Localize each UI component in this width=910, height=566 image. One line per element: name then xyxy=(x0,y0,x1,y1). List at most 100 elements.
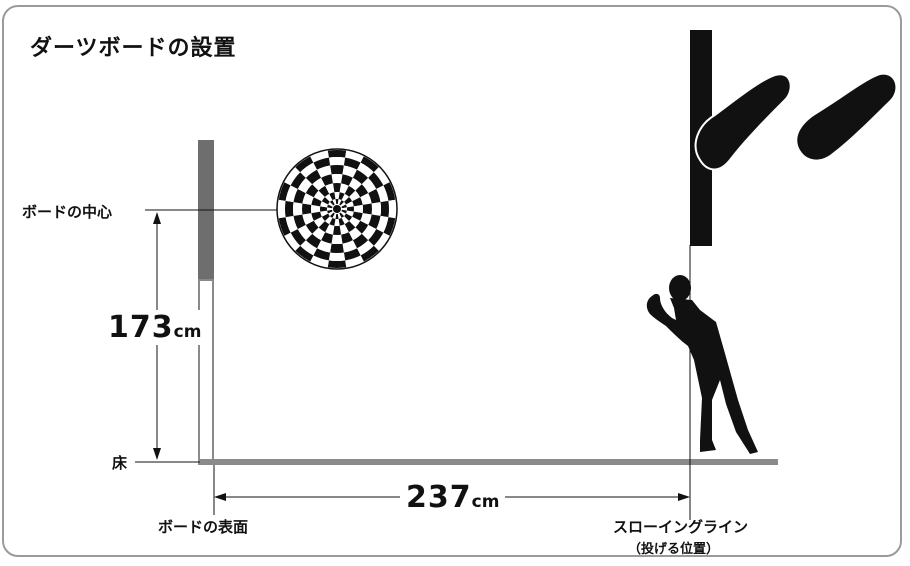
dartboard-segment xyxy=(383,182,396,201)
dartboard-segment xyxy=(383,217,396,236)
dartboard-segment xyxy=(334,191,340,200)
dartboard-segment xyxy=(318,185,330,197)
thrower-silhouette-icon xyxy=(646,275,758,454)
dartboard-segment xyxy=(334,218,340,226)
floor-line xyxy=(198,459,778,465)
dartboard-segment xyxy=(293,202,303,216)
dartboard-segment xyxy=(302,193,314,205)
dartboard-segment xyxy=(297,177,313,194)
dartboard-segment xyxy=(342,165,357,178)
dartboard-segment xyxy=(313,157,331,170)
dartboard-segment xyxy=(373,167,390,186)
dartboard-segment xyxy=(349,216,361,228)
dartboard-segment xyxy=(318,221,330,233)
dartboard-segment xyxy=(300,162,318,178)
dartboard-segment xyxy=(360,245,379,262)
dartboard-segment xyxy=(302,203,312,215)
dartboard-segment xyxy=(310,150,329,163)
dartboard-segment xyxy=(335,199,339,205)
dartboard-segment xyxy=(311,197,322,207)
dartboard-segment xyxy=(300,240,318,256)
dartboard-segment xyxy=(341,207,347,211)
dartboard-segment xyxy=(317,240,332,253)
dartboard-segment xyxy=(310,255,329,268)
height-unit: cm xyxy=(173,322,202,342)
page-title: ダーツボードの設置 xyxy=(30,36,237,61)
dartboard-segment xyxy=(356,240,374,256)
dartboard-segment xyxy=(376,215,389,233)
height-arrow-bottom xyxy=(153,448,161,460)
dartboard-segment xyxy=(342,240,357,253)
distance-measurement: 237cm xyxy=(400,480,506,515)
dartboard-segment xyxy=(321,232,333,244)
dartboard-segment xyxy=(329,200,335,206)
dartboard-segment xyxy=(341,232,353,244)
dartboard-segment xyxy=(329,217,336,226)
dartboard-segment xyxy=(345,150,364,163)
dartboard-segment xyxy=(311,204,321,214)
dartboard-segment xyxy=(278,217,291,236)
dartboard-segment xyxy=(297,224,313,241)
dartboard-segment xyxy=(352,197,363,207)
dartboard-bullseye xyxy=(333,205,341,213)
dartboard-segment xyxy=(340,211,346,217)
dartboard-segment xyxy=(344,185,356,197)
dartboard-icon xyxy=(276,148,398,270)
dartboard-segment xyxy=(339,212,345,218)
distance-arrow-left xyxy=(214,493,226,501)
dartboard-segment xyxy=(341,193,350,202)
dartboard-segment xyxy=(355,220,369,234)
dartboard-segment xyxy=(337,199,342,205)
dartboard-segment xyxy=(376,185,389,203)
dartboard-segment xyxy=(295,245,314,262)
dartboard-segment xyxy=(388,199,397,219)
dartboard-segment xyxy=(361,177,377,194)
dartboard-segment xyxy=(328,211,334,217)
dartboard-segment xyxy=(368,228,384,246)
dartboard-segment xyxy=(313,190,325,202)
dartboard-segment xyxy=(343,248,361,261)
dartboard-segment xyxy=(348,177,362,191)
dartboard-segment xyxy=(362,203,372,215)
dartboard-segment xyxy=(305,184,319,198)
dartboard-segment xyxy=(360,156,379,173)
dartboard-segment xyxy=(325,224,335,235)
throw-line-note: （投げる位置） xyxy=(628,542,720,557)
dartboard-segment xyxy=(319,206,328,212)
dartboard-segment xyxy=(324,193,333,202)
dartboard-segment xyxy=(337,213,342,219)
dartboard-segment xyxy=(332,213,337,219)
dartboard-segment xyxy=(345,255,364,268)
dartboard-segment xyxy=(332,183,342,193)
dartboard-segment xyxy=(368,172,384,190)
height-measurement: 173cm xyxy=(102,310,208,345)
dartboard-segment xyxy=(320,201,329,208)
dartboard-segment xyxy=(352,169,369,185)
dartboard-segment xyxy=(327,260,347,268)
floor-label: 床 xyxy=(112,454,128,472)
dartboard-segment xyxy=(360,213,372,225)
dartboard-segment xyxy=(335,213,339,219)
dartboard-segment xyxy=(305,220,319,234)
dartboard-segment xyxy=(343,157,361,170)
dartboard-segment xyxy=(312,227,326,241)
dartboard-segment xyxy=(368,189,381,204)
wall-lower xyxy=(198,279,214,463)
dartboard-segment xyxy=(290,172,306,190)
dartboard-segment xyxy=(338,217,345,226)
height-value: 173 xyxy=(108,310,174,345)
dartboard-segment xyxy=(321,196,330,205)
distance-arrow-right xyxy=(678,493,690,501)
dartboard-segment xyxy=(305,169,322,185)
dartboard-segment xyxy=(293,189,306,204)
distance-value: 237 xyxy=(406,480,472,515)
dartboard-segment xyxy=(311,211,322,221)
dartboard-segment xyxy=(340,201,346,207)
dartboard-segment xyxy=(321,174,333,186)
dartboard-segment xyxy=(295,156,314,173)
dartboard-segment xyxy=(290,228,306,246)
dartboard-segment xyxy=(332,199,337,205)
footprint-icon xyxy=(797,74,896,160)
dartboard-segment xyxy=(356,162,374,178)
